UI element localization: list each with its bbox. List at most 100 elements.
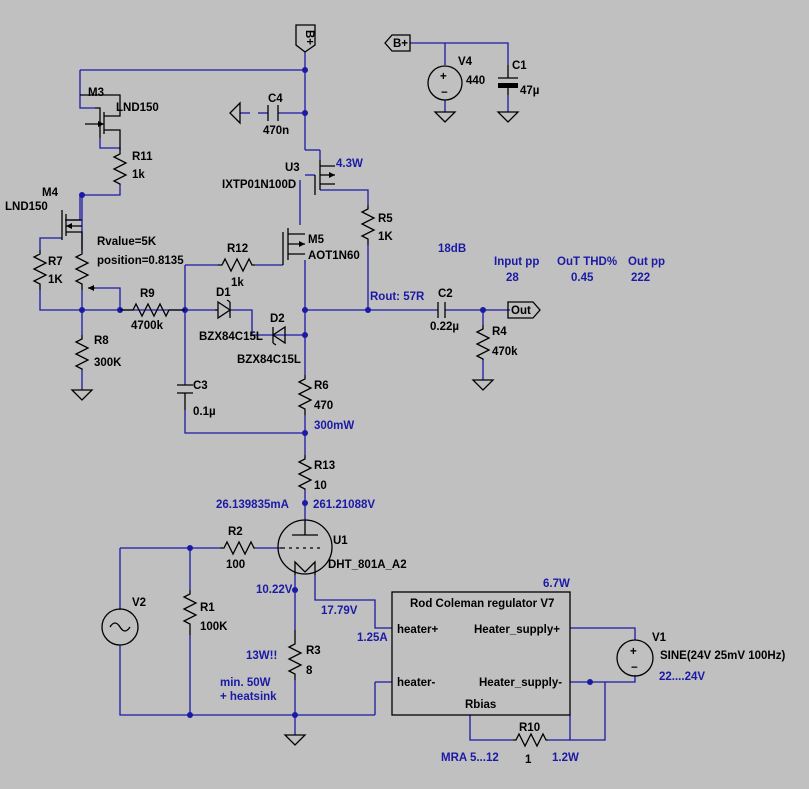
m3-val: LND150 [116,102,159,114]
r13-resistor: R13 10 [297,455,335,492]
r2-ref: R2 [228,526,243,538]
grid-voltage-annotation: 10.22V [256,584,293,596]
u1-triode: U1 DHT_801A_A2 [277,519,407,575]
u1-val: DHT_801A_A2 [328,559,407,571]
m5-ref: M5 [308,234,325,246]
regulator-heater-minus: heater- [397,677,436,689]
rout-annotation: Rout: 57R [370,291,425,303]
ground-r8 [70,389,94,401]
bplus-top-label: B+ [303,30,315,45]
heater-voltage-annotation: 17.79V [321,605,358,617]
r4-ref: R4 [492,326,507,338]
d1-zener: D1 BZX84C15L [199,287,263,343]
r11-val: 1k [132,169,145,181]
r5-val: 1K [378,231,393,243]
d2-ref: D2 [270,313,285,325]
c3-val: 0.1µ [193,406,216,418]
regulator-supply-plus: Heater_supply+ [474,624,560,636]
pot-position: position=0.8135 [97,255,184,267]
ground-c4 [229,101,241,125]
r8-val: 300K [94,357,122,369]
pot-rvalue: Rvalue=5K [97,236,157,248]
c1-val: 47µ [520,85,539,97]
r4-resistor: R4 470k [475,325,518,360]
m4-mosfet: M4 LND150 [5,187,83,250]
r2-resistor: R2 100 [220,526,255,571]
d1-val: BZX84C15L [199,331,263,343]
svg-text:−: − [441,87,448,99]
ground-r4 [471,379,495,391]
r1-val: 100K [200,621,228,633]
c3-ref: C3 [193,380,208,392]
v4-val: 440 [466,75,485,87]
u3-mosfet: U3 IXTP01N100D 4.3W [222,158,363,195]
d2-val: BZX84C15L [237,354,301,366]
voltage-annotation: 261.21088V [313,499,375,511]
v2-source: V2 [101,597,146,646]
r6-resistor: R6 470 300mW [297,375,354,432]
r13-ref: R13 [314,460,335,472]
r10-power-annotation: 1.2W [552,752,579,764]
input-pp-label: Input pp [494,256,539,268]
r10-resistor: R10 1 [513,722,548,766]
m4-val: LND150 [5,201,48,213]
regulator-block: Rod Coleman regulator V7 heater+ heater-… [391,591,571,716]
r5-resistor: R5 1K [360,205,393,245]
bplus-top-flag: B+ [295,24,316,53]
c1-capacitor: C1 47µ [498,60,539,97]
r9-resistor: R9 4700k [120,288,185,332]
u1-ref: U1 [333,535,348,547]
r5-ref: R5 [378,213,393,225]
r12-resistor: R12 1k [218,243,255,289]
out-flag: Out [507,301,541,319]
out-label: Out [511,305,531,317]
r11-ref: R11 [132,151,153,163]
r2-val: 100 [226,559,245,571]
regulator-rbias: Rbias [465,699,496,711]
r10-ref: R10 [519,722,540,734]
thd-value: 0.45 [571,272,594,284]
d1-ref: D1 [216,287,231,299]
v1-ref: V1 [652,632,667,644]
r1-resistor: R1 100K [182,590,228,635]
regulator-supply-minus: Heater_supply- [479,677,562,689]
regulator-heater-plus: heater+ [397,624,439,636]
r8-ref: R8 [94,335,109,347]
r12-val: 1k [231,277,244,289]
r10-val: 1 [525,754,532,766]
c4-ref: C4 [268,93,283,105]
output-pp-label: Out pp [628,256,665,268]
junction-dots [79,67,593,718]
r3-val: 8 [306,665,313,677]
r1-ref: R1 [200,602,215,614]
m3-mosfet: M3 LND150 [80,87,159,150]
potentiometer[interactable]: Rvalue=5K position=0.8135 [74,236,184,291]
c2-val: 0.22µ [430,321,459,333]
svg-text:+: + [440,71,447,83]
r7-resistor: R7 1K [32,250,63,290]
current-annotation: 26.139835mA [216,499,289,511]
c1-ref: C1 [512,60,527,72]
r3-note-1: min. 50W [220,677,271,689]
ground-v4 [433,111,457,123]
bplus-left-label: B+ [393,38,408,50]
u3-val: IXTP01N100D [222,179,296,191]
r8-resistor: R8 300K [74,335,122,370]
input-pp-value: 28 [506,272,519,284]
c2-ref: C2 [438,288,453,300]
gain-annotation: 18dB [438,243,466,255]
r7-val: 1K [48,274,63,286]
r9-val: 4700k [131,320,164,332]
svg-text:−: − [631,662,638,674]
c3-capacitor: C3 0.1µ [177,380,216,418]
v1-source: + − V1 SINE(24V 25mV 100Hz) [616,632,785,677]
output-pp-value: 222 [631,272,650,284]
r3-ref: R3 [306,645,321,657]
r3-resistor: R3 8 [287,630,321,680]
r6-ref: R6 [314,380,329,392]
r3-power-annotation: 13W!! [246,650,277,662]
ground-r3 [283,734,307,746]
r6-power: 300mW [314,420,354,432]
